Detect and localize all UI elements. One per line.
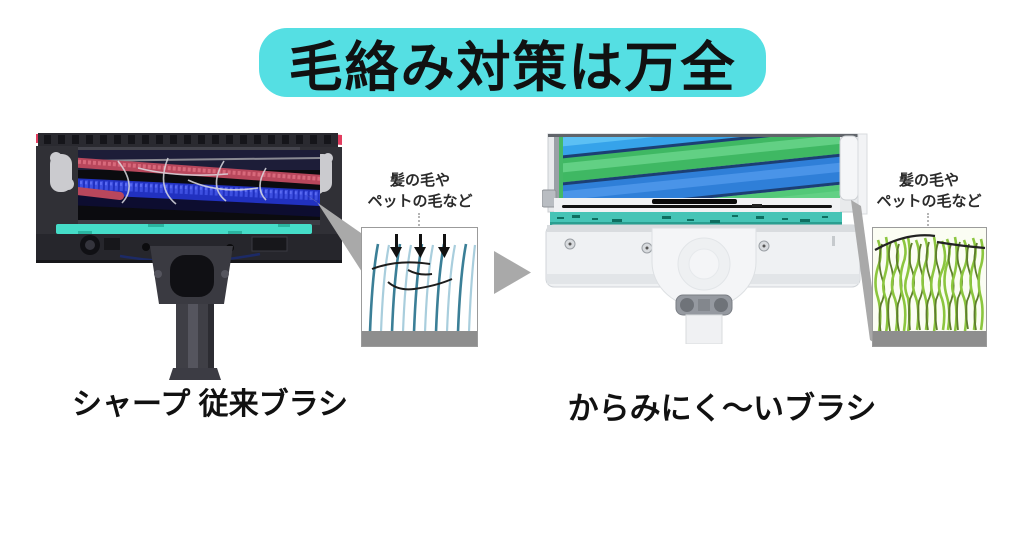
old-head-neck [150, 246, 233, 380]
old-roller [78, 150, 320, 220]
tangled-hair [371, 261, 453, 291]
arrow-right-icon [494, 251, 531, 294]
left-callout-label: 髪の毛や ペットの毛など [355, 170, 485, 212]
left-callout-line2: ペットの毛など [367, 193, 473, 210]
old-brush-photo [36, 133, 342, 380]
right-callout-line2: ペットの毛など [876, 193, 982, 210]
left-callout-line1: 髪の毛や [389, 172, 450, 189]
new-head-neck [651, 227, 757, 344]
old-head-fuzz-strip [56, 224, 312, 234]
right-callout-label: 髪の毛や ペットの毛など [864, 170, 994, 212]
new-bristles [874, 236, 985, 335]
new-brush-photo [542, 133, 868, 344]
hair-on-top [874, 234, 986, 251]
left-callout-connector [418, 213, 420, 226]
new-roller [542, 133, 868, 215]
floor-strip [873, 331, 986, 346]
new-brush-diagram [872, 227, 987, 347]
new-head-fuzz-strip [550, 212, 842, 225]
old-brush-caption: シャープ 従来ブラシ [72, 388, 348, 421]
left-callout-pointer [305, 194, 371, 286]
title-text: 毛絡み対策は万全 [288, 38, 737, 98]
tangled-hair-strands [117, 157, 267, 205]
down-arrows-icon [390, 234, 450, 258]
right-callout-line1: 髪の毛や [898, 172, 959, 189]
floor-strip [362, 331, 477, 346]
old-brush-diagram [361, 227, 478, 347]
right-callout-connector [927, 213, 929, 226]
new-brush-caption: からみにく〜いブラシ [567, 391, 877, 426]
title-banner: 毛絡み対策は万全 [259, 28, 766, 98]
